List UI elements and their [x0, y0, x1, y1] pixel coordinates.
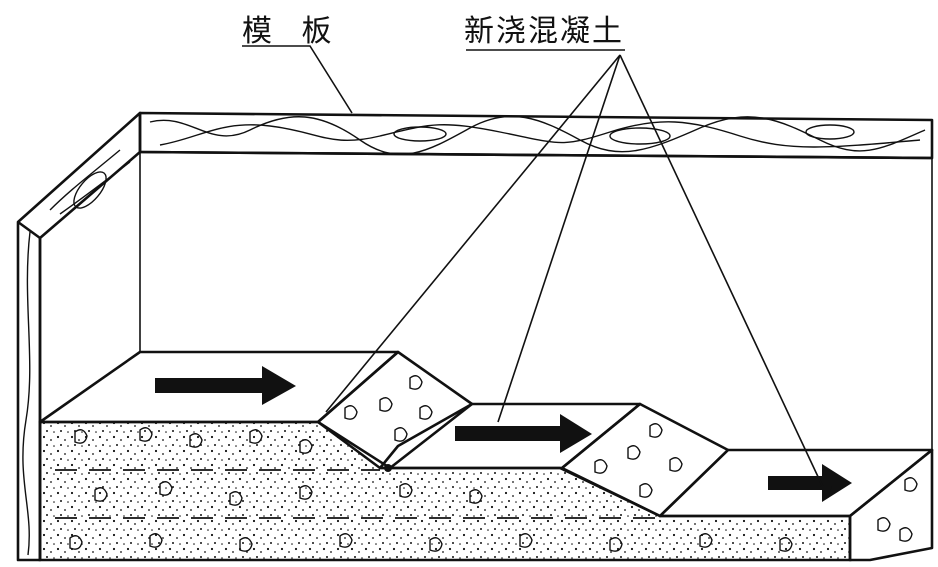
formwork-inner-panel: [139, 152, 933, 450]
formwork-top-board: [138, 111, 934, 160]
hardened-concrete: [38, 420, 852, 562]
formwork-label: 模 板: [242, 14, 342, 49]
flow-arrow-icon: [768, 464, 852, 502]
fresh-concrete-wedge-3: [848, 448, 934, 562]
leader-lines-concrete: [325, 49, 832, 499]
flow-arrow-icon: [155, 366, 296, 405]
leader-line-formwork: [242, 45, 353, 114]
flow-arrow-icon: [455, 414, 592, 453]
new-concrete-label: 新浇混凝土: [464, 14, 624, 49]
fresh-concrete-wedge-1: [316, 350, 474, 470]
fresh-concrete-wedge-2: [560, 402, 730, 518]
